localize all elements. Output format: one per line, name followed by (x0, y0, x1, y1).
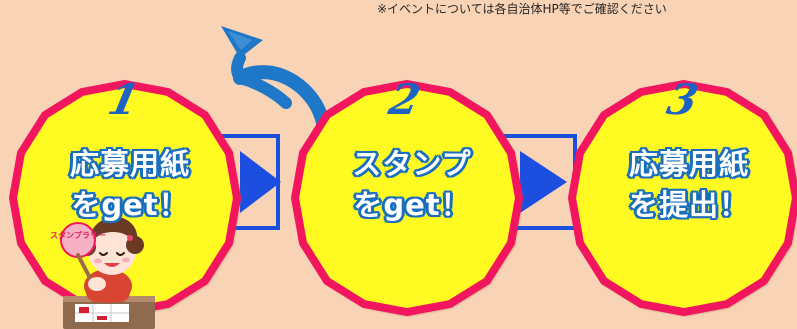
step-text-1: 応募用紙 をget！ (40, 144, 220, 226)
mascot-sign-text: スタンプラリー (50, 230, 106, 240)
event-note: ※イベントについては各自治体HP等でご確認ください (377, 2, 667, 16)
step-text-3: 応募用紙 を提出！ (599, 144, 779, 226)
step-text-2-line-1: スタンプ (352, 147, 472, 181)
step-text-1-line-2: をget！ (71, 188, 189, 222)
step-badge-3 (567, 79, 797, 317)
step-text-3-line-2: を提出！ (628, 188, 749, 222)
triangle-right-icon (240, 151, 281, 213)
girl-mascot-icon: スタンプラリー (50, 216, 155, 329)
step-text-1-line-1: 応募用紙 (69, 147, 190, 181)
step-badge-2 (290, 79, 524, 317)
triangle-right-icon (520, 151, 567, 213)
step-text-2: スタンプ をget！ (322, 144, 502, 226)
step-text-3-line-1: 応募用紙 (628, 147, 749, 181)
curved-arrow-icon (221, 26, 330, 130)
step-text-2-line-2: をget！ (353, 188, 471, 222)
